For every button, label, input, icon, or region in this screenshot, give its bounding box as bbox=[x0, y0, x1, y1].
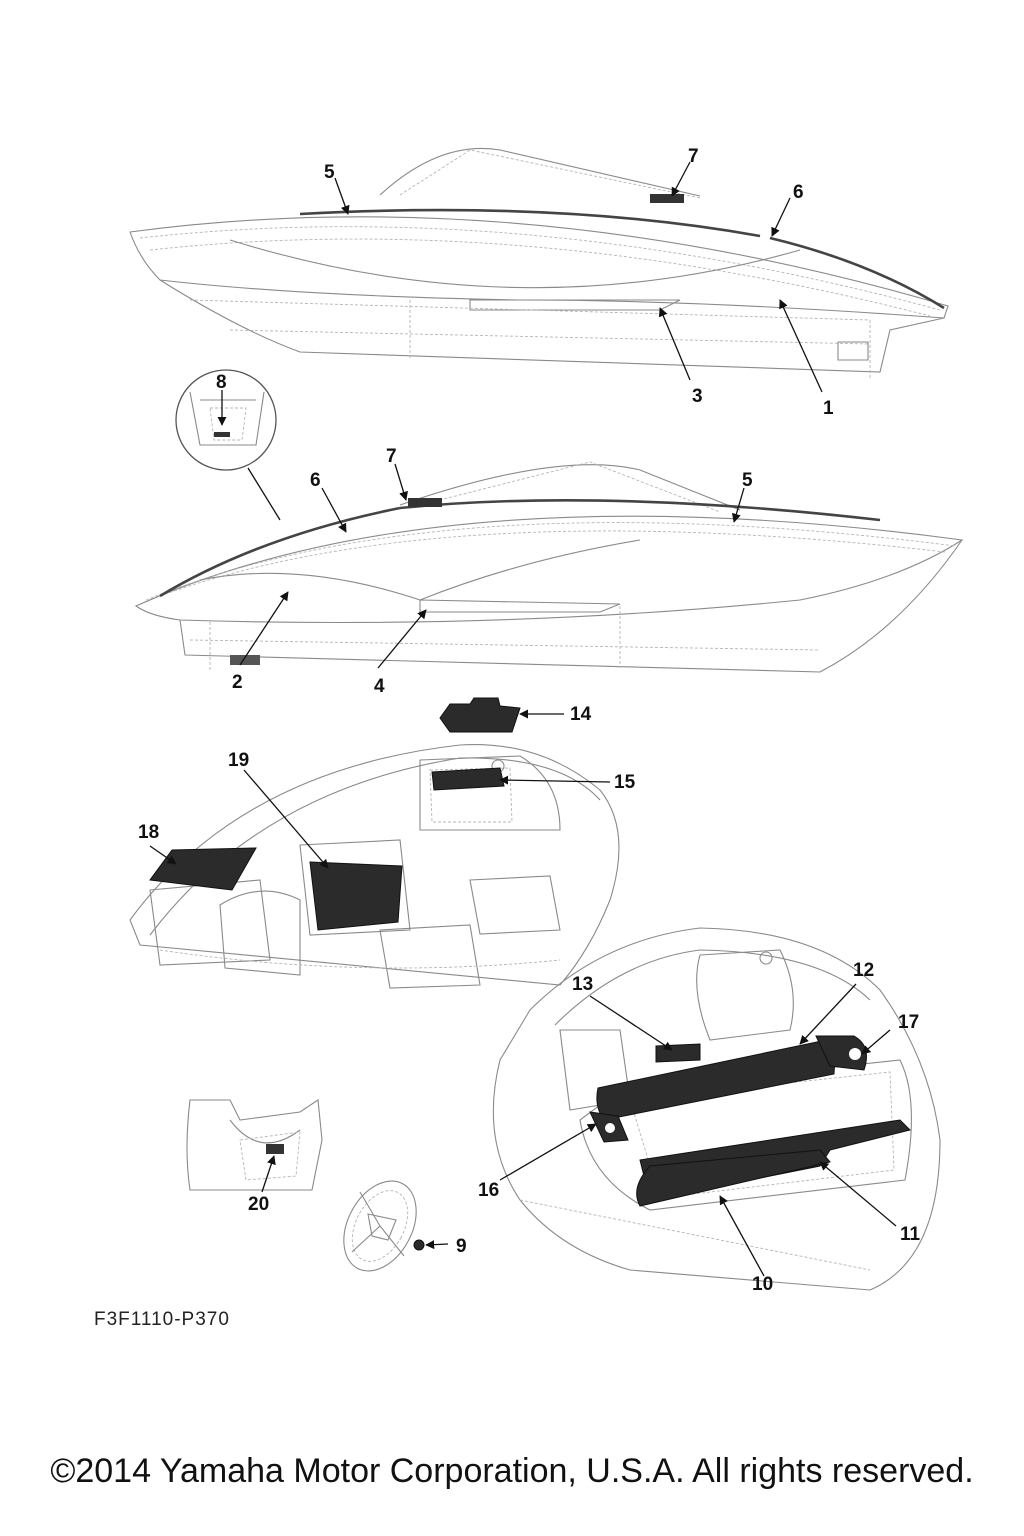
boat-side-view-lower bbox=[134, 461, 964, 673]
callout-14: 14 bbox=[570, 704, 592, 725]
steering-wheel bbox=[343, 1180, 425, 1272]
callout-10: 10 bbox=[752, 1274, 773, 1295]
callout-17: 17 bbox=[898, 1012, 919, 1033]
mat-12 bbox=[596, 1037, 837, 1121]
mat-18 bbox=[149, 847, 257, 891]
callout-4: 4 bbox=[374, 676, 385, 697]
callout-7-lower: 7 bbox=[386, 446, 397, 467]
mat-15 bbox=[431, 767, 505, 791]
callout-18: 18 bbox=[138, 822, 159, 843]
hub-emblem-9 bbox=[413, 1239, 425, 1251]
callout-11: 11 bbox=[900, 1224, 921, 1245]
callout-3: 3 bbox=[692, 386, 703, 407]
callout-6-lower: 6 bbox=[310, 470, 321, 491]
mat-14 bbox=[439, 697, 521, 733]
callout-labels: 5 7 6 3 1 8 7 6 5 2 4 14 15 19 18 13 12 … bbox=[138, 146, 921, 1295]
callout-7-upper: 7 bbox=[688, 146, 699, 167]
mat-10 bbox=[636, 1149, 831, 1207]
callout-12: 12 bbox=[853, 960, 874, 981]
leader-lines bbox=[149, 161, 897, 1277]
mat-13 bbox=[655, 1043, 701, 1063]
yamaha-decal-upper bbox=[650, 194, 684, 203]
mat-20 bbox=[266, 1144, 284, 1154]
boat-side-view-upper bbox=[129, 147, 949, 380]
callout-6-upper: 6 bbox=[793, 182, 804, 203]
copyright-notice: ©2014 Yamaha Motor Corporation, U.S.A. A… bbox=[50, 1452, 974, 1490]
callout-8: 8 bbox=[216, 372, 227, 393]
callout-1: 1 bbox=[823, 398, 834, 419]
yamaha-decal-lower bbox=[408, 498, 442, 507]
console-part bbox=[186, 1099, 323, 1191]
callout-19: 19 bbox=[228, 750, 249, 771]
callout-5-upper: 5 bbox=[324, 162, 335, 183]
callout-5-lower: 5 bbox=[742, 470, 753, 491]
callout-9: 9 bbox=[456, 1236, 467, 1257]
cockpit-view bbox=[129, 697, 620, 989]
callout-15: 15 bbox=[614, 772, 636, 793]
callout-2: 2 bbox=[232, 672, 243, 693]
detail-circle-inset bbox=[175, 369, 281, 521]
mat-19 bbox=[309, 861, 403, 931]
rear-deck-view bbox=[492, 927, 941, 1291]
figure-code: F3F1110-P370 bbox=[94, 1309, 230, 1330]
callout-13: 13 bbox=[572, 974, 593, 995]
callout-16: 16 bbox=[478, 1180, 499, 1201]
callout-20: 20 bbox=[248, 1194, 269, 1215]
